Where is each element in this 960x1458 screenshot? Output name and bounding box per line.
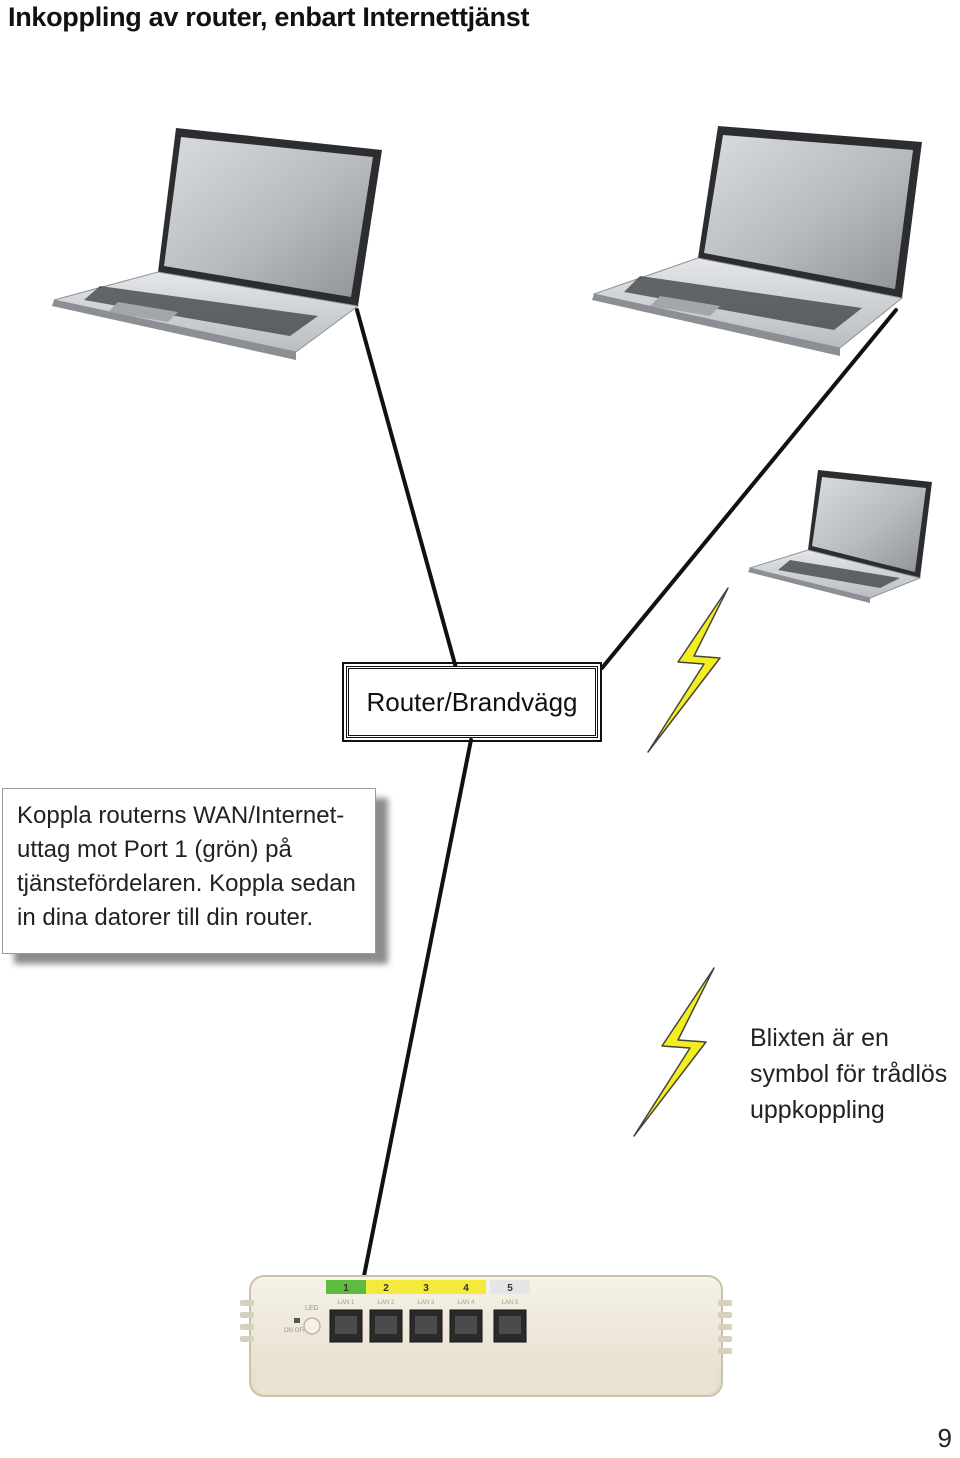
laptop-icon (52, 128, 382, 360)
instruction-line: Koppla routerns WAN/Internet- (17, 802, 345, 829)
port-color-strip (406, 1280, 446, 1294)
switch-label: ON OFF (284, 1328, 307, 1334)
port-label: LAN 3 (418, 1300, 435, 1306)
instruction-line: in dina datorer till din router. (17, 904, 314, 931)
laptop-icon (748, 470, 932, 603)
page-title: Inkoppling av router, enbart Internettjä… (8, 2, 530, 32)
laptop-icon (592, 126, 922, 356)
port-label: LAN 2 (378, 1300, 395, 1306)
led-indicator (294, 1318, 300, 1323)
led-label: LED (305, 1305, 319, 1312)
port-number: 4 (463, 1283, 469, 1294)
port-color-strip (326, 1280, 366, 1294)
lightning-icon (647, 587, 729, 753)
instruction-note: Koppla routerns WAN/Internet- uttag mot … (2, 788, 376, 954)
page-number: 9 (937, 1423, 952, 1453)
cable-laptop2-router (600, 308, 898, 670)
power-button (303, 1317, 321, 1335)
port-color-strip (446, 1280, 486, 1294)
port-color-strip (490, 1280, 530, 1294)
instruction-line: uttag mot Port 1 (grön) på (17, 836, 292, 863)
socket-contacts (455, 1316, 477, 1334)
router-firewall-box: Router/Brandvägg (342, 662, 602, 742)
socket-contacts (415, 1316, 437, 1334)
socket-contacts (499, 1316, 521, 1334)
lightning-icon (633, 967, 715, 1137)
lightning-legend: Blixten är en symbol för trådlös uppkopp… (750, 1020, 960, 1128)
socket-contacts (375, 1316, 397, 1334)
instruction-line: tjänstefördelaren. Koppla sedan (17, 870, 356, 897)
port-label: LAN 5 (502, 1300, 519, 1306)
port-number: 2 (383, 1283, 389, 1294)
port-label: LAN 1 (338, 1300, 355, 1306)
legend-line: symbol för trådlös (750, 1060, 948, 1088)
cable-laptop1-router (355, 308, 458, 670)
cable-router-device (354, 738, 473, 1318)
legend-line: Blixten är en (750, 1024, 889, 1052)
port-number: 1 (343, 1283, 349, 1294)
port-color-strip (366, 1280, 406, 1294)
router-label: Router/Brandvägg (366, 686, 578, 717)
port-label: LAN 4 (458, 1300, 475, 1306)
legend-line: uppkoppling (750, 1096, 885, 1124)
socket-contacts (335, 1316, 357, 1334)
network-cables (354, 308, 898, 1318)
port-number: 5 (507, 1283, 513, 1294)
port-number: 3 (423, 1283, 429, 1294)
